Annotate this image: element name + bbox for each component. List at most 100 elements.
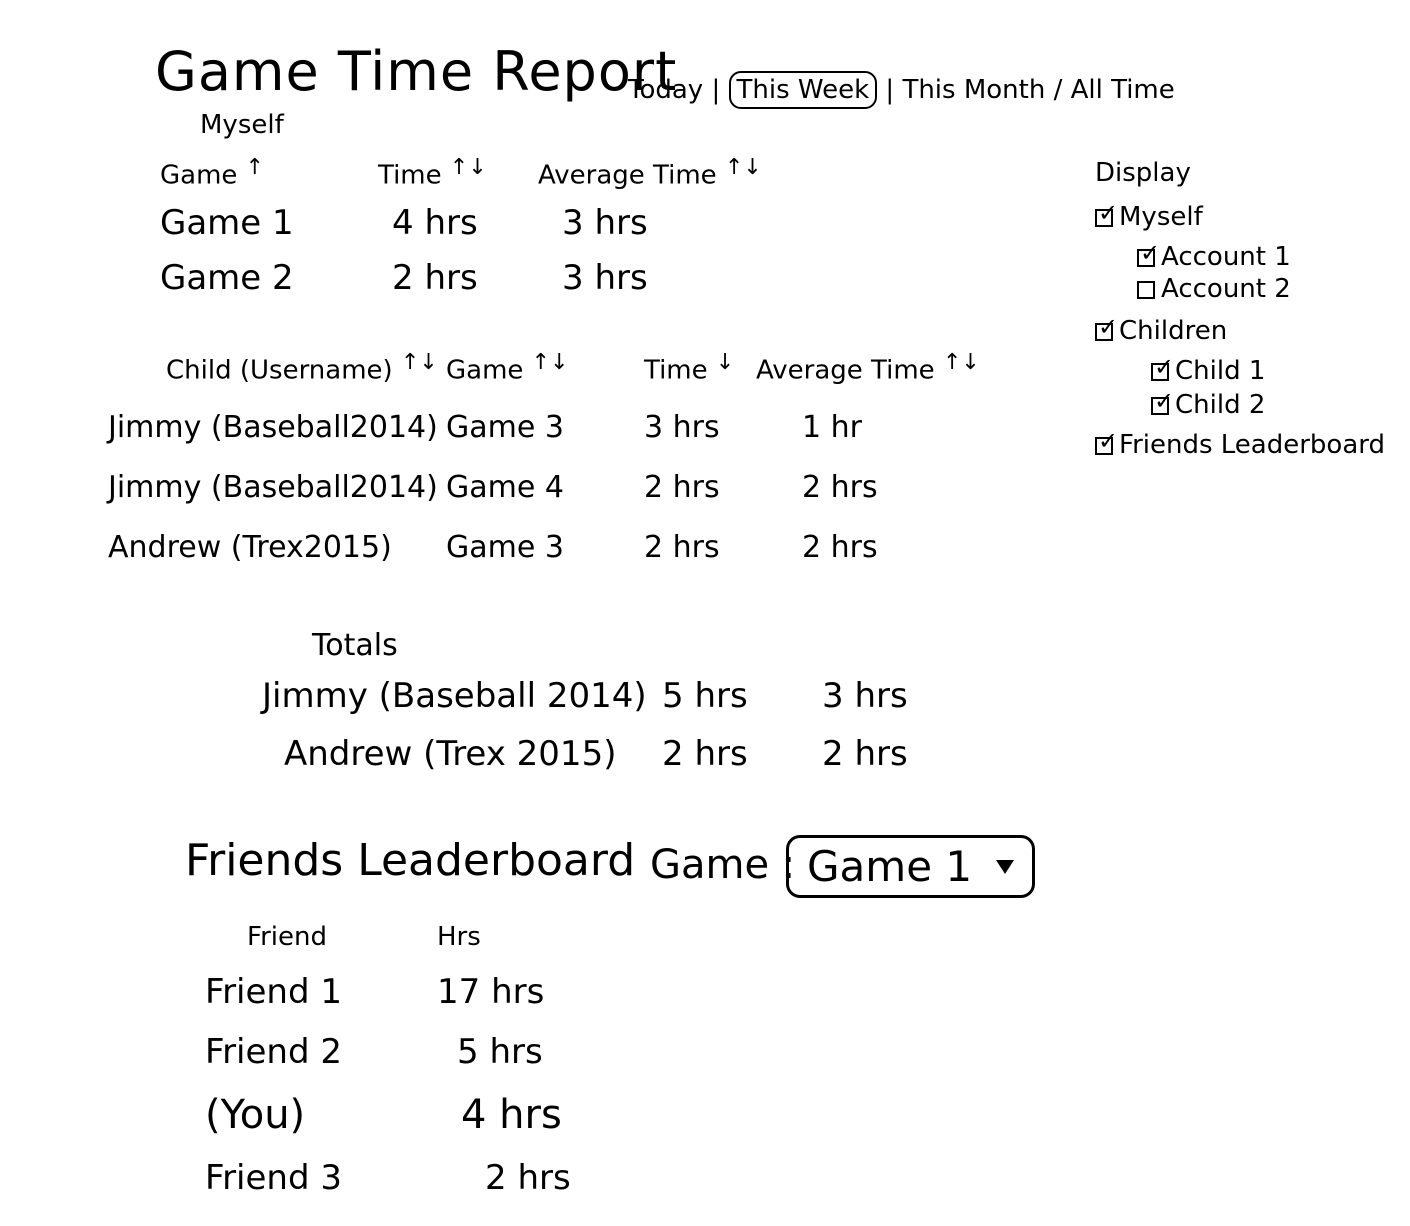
period-separator: /	[1053, 75, 1071, 105]
page-title: Game Time Report	[155, 40, 678, 103]
table-row: Jimmy (Baseball 2014) 5 hrs 3 hrs	[262, 676, 908, 734]
time-cell: 2 hrs	[644, 530, 720, 565]
hrs-cell: 4 hrs	[461, 1092, 562, 1138]
sort-arrow-down-icon[interactable]: ↓	[715, 350, 735, 375]
average-time-cell: 3 hrs	[562, 203, 648, 243]
display-option-children[interactable]: Children	[1095, 315, 1385, 356]
sort-arrows-icon[interactable]: ↑↓	[724, 155, 762, 180]
sort-arrows-icon[interactable]: ↑↓	[531, 350, 569, 375]
header-hrs: Hrs	[437, 922, 481, 952]
game-cell: Game 2	[160, 258, 294, 298]
header-time[interactable]: Time ↑↓	[378, 155, 538, 191]
time-cell: 2 hrs	[644, 470, 720, 505]
option-label: Myself	[1119, 202, 1203, 232]
sort-arrows-icon[interactable]: ↑↓	[942, 350, 980, 375]
table-row: Andrew (Trex 2015) 2 hrs 2 hrs	[262, 734, 908, 792]
total-average-time-cell: 3 hrs	[822, 676, 908, 716]
option-label: Account 2	[1161, 274, 1291, 304]
header-average-time-label: Average Time	[756, 355, 935, 386]
header-average-time[interactable]: Average Time ↑↓	[756, 350, 980, 386]
time-cell: 3 hrs	[644, 410, 720, 445]
header-child-username-label: Child (Username)	[166, 355, 393, 386]
period-separator: |	[711, 75, 729, 105]
game-cell: Game 4	[446, 470, 564, 505]
hrs-cell: 5 hrs	[457, 1032, 543, 1072]
hrs-cell: 17 hrs	[437, 972, 545, 1012]
display-option-friends-leaderboard[interactable]: Friends Leaderboard	[1095, 429, 1385, 466]
table-row: Friend 3 2 hrs	[205, 1158, 571, 1218]
header-time-label: Time	[378, 160, 442, 191]
children-table: Child (Username) ↑↓ Game ↑↓ Time ↓ Avera…	[108, 350, 980, 590]
child-cell: Andrew (Trex2015)	[108, 530, 392, 565]
display-option-account-2[interactable]: Account 2	[1095, 274, 1385, 316]
time-cell: 2 hrs	[392, 258, 478, 298]
header-time[interactable]: Time ↓	[644, 350, 756, 386]
header-child-username[interactable]: Child (Username) ↑↓	[108, 350, 446, 386]
table-row: Game 2 2 hrs 3 hrs	[160, 258, 762, 313]
display-option-child-2[interactable]: Child 2	[1095, 389, 1385, 430]
friend-cell: Friend 3	[205, 1158, 342, 1198]
game-select-value: Game 1	[807, 842, 973, 891]
sort-arrows-icon[interactable]: ↑↓	[449, 155, 487, 180]
header-time-label: Time	[644, 355, 708, 386]
period-today[interactable]: Today	[628, 75, 704, 105]
game-select-label: Game :	[650, 842, 796, 888]
table-row: (You) 4 hrs	[205, 1092, 571, 1158]
option-label: Account 1	[1161, 242, 1291, 272]
checkbox[interactable]	[1095, 315, 1118, 341]
checkbox[interactable]	[1095, 201, 1118, 227]
table-row: Andrew (Trex2015) Game 3 2 hrs 2 hrs	[108, 530, 980, 590]
period-filter: Today | This Week | This Month / All Tim…	[628, 71, 1175, 109]
display-panel: Display Myself Account 1 Account 2 Child…	[1095, 158, 1385, 466]
display-option-child-1[interactable]: Child 1	[1095, 355, 1385, 390]
checkbox[interactable]	[1137, 241, 1160, 267]
child-cell: Jimmy (Baseball 2014)	[262, 676, 647, 716]
display-title: Display	[1095, 158, 1191, 188]
totals-title: Totals	[312, 628, 398, 663]
checkbox[interactable]	[1137, 280, 1155, 299]
hrs-cell: 2 hrs	[485, 1158, 571, 1198]
header-game-label: Game	[160, 160, 238, 191]
myself-table-header: Game ↑ Time ↑↓ Average Time ↑↓	[160, 155, 762, 195]
header-game[interactable]: Game ↑	[160, 155, 378, 191]
display-option-account-1[interactable]: Account 1	[1095, 241, 1385, 274]
table-row: Friend 2 5 hrs	[205, 1032, 571, 1092]
game-select[interactable]: Game 1	[786, 835, 1036, 898]
period-this-week[interactable]: This Week	[728, 71, 878, 109]
friend-cell: Friend 1	[205, 972, 342, 1012]
child-cell: Jimmy (Baseball2014)	[108, 470, 438, 505]
sort-arrows-icon[interactable]: ↑↓	[400, 350, 438, 375]
leaderboard-header: Friend Hrs	[205, 922, 571, 972]
table-row: Jimmy (Baseball2014) Game 4 2 hrs 2 hrs	[108, 470, 980, 530]
friend-cell: Friend 2	[205, 1032, 342, 1072]
option-label: Children	[1119, 316, 1228, 346]
average-time-cell: 1 hr	[802, 410, 862, 445]
period-this-month[interactable]: This Month	[902, 75, 1046, 105]
period-all-time[interactable]: All Time	[1070, 75, 1175, 105]
myself-section-title: Myself	[200, 110, 284, 140]
total-average-time-cell: 2 hrs	[822, 734, 908, 774]
header-average-time[interactable]: Average Time ↑↓	[538, 155, 762, 191]
header-friend: Friend	[247, 922, 327, 952]
total-time-cell: 2 hrs	[662, 734, 748, 774]
checkbox[interactable]	[1151, 389, 1174, 415]
checkbox[interactable]	[1095, 429, 1118, 455]
header-game-label: Game	[446, 355, 524, 386]
average-time-cell: 2 hrs	[802, 470, 878, 505]
totals-section: Totals Jimmy (Baseball 2014) 5 hrs 3 hrs…	[262, 628, 908, 792]
child-cell: Jimmy (Baseball2014)	[108, 410, 438, 445]
sort-arrow-up-icon[interactable]: ↑	[245, 155, 265, 180]
total-time-cell: 5 hrs	[662, 676, 748, 716]
dropdown-arrow-icon	[996, 859, 1015, 874]
period-separator: |	[885, 75, 903, 105]
children-table-header: Child (Username) ↑↓ Game ↑↓ Time ↓ Avera…	[108, 350, 980, 400]
display-option-myself[interactable]: Myself	[1095, 201, 1385, 242]
time-cell: 4 hrs	[392, 203, 478, 243]
game-cell: Game 1	[160, 203, 294, 243]
option-label: Friends Leaderboard	[1119, 430, 1385, 460]
option-label: Child 1	[1175, 356, 1266, 386]
game-cell: Game 3	[446, 530, 564, 565]
checkbox[interactable]	[1151, 355, 1174, 381]
table-row: Jimmy (Baseball2014) Game 3 3 hrs 1 hr	[108, 410, 980, 470]
header-game[interactable]: Game ↑↓	[446, 350, 644, 386]
